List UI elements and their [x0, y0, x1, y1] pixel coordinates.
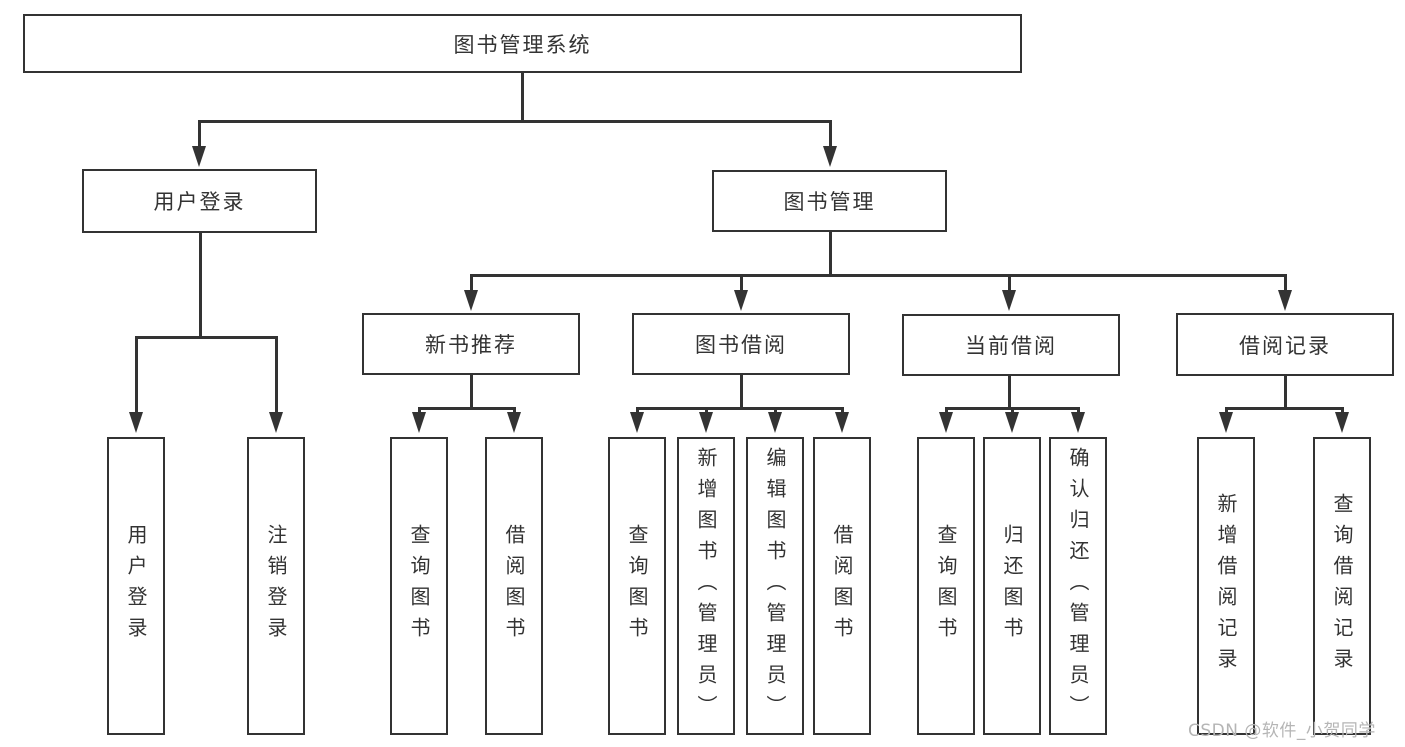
connector-arm-user-login: [198, 120, 201, 148]
connector-arm-leaf: [841, 407, 844, 416]
node-borrowing-records-label: 借阅记录: [1239, 333, 1331, 358]
leaf-bb-edit-book-admin-label: 编辑图书（管理员）: [763, 446, 787, 726]
connector-new-book-stem: [470, 375, 473, 407]
leaf-user-login: 用户登录: [107, 437, 165, 735]
node-new-book-recommend: 新书推荐: [362, 313, 580, 375]
arrowhead-icon: [464, 290, 478, 311]
leaf-cb-confirm-return-admin-label: 确认归还（管理员）: [1066, 446, 1090, 726]
leaf-nb-borrow-book-label: 借阅图书: [502, 524, 526, 648]
node-user-login: 用户登录: [82, 169, 317, 233]
node-current-borrowing: 当前借阅: [902, 314, 1120, 376]
leaf-cb-query-book-label: 查询图书: [934, 524, 958, 648]
connector-new-book-split: [418, 407, 516, 410]
node-borrowing-records: 借阅记录: [1176, 313, 1394, 376]
arrowhead-icon: [835, 412, 849, 433]
connector-arm-borrow-records: [1284, 274, 1287, 292]
connector-arm-leaf: [705, 407, 708, 416]
leaf-bb-query-book: 查询图书: [608, 437, 666, 735]
connector-arm-leaf: [945, 407, 948, 416]
connector-arm-book-mgmt: [829, 120, 832, 148]
connector-arm-leaf: [636, 407, 639, 416]
connector-borrow-records-split: [1225, 407, 1344, 410]
leaf-cb-query-book: 查询图书: [917, 437, 975, 735]
node-new-book-recommend-label: 新书推荐: [425, 333, 517, 357]
arrowhead-icon: [823, 146, 837, 167]
connector-arm-leaf: [774, 407, 777, 416]
connector-arm-leaf: [1011, 407, 1014, 416]
leaf-bb-add-book-admin-label: 新增图书（管理员）: [694, 446, 718, 726]
leaf-nb-borrow-book: 借阅图书: [485, 437, 543, 735]
leaf-user-login-label: 用户登录: [124, 524, 148, 648]
leaf-bb-query-book-label: 查询图书: [625, 524, 649, 648]
leaf-nb-query-book: 查询图书: [390, 437, 448, 735]
arrowhead-icon: [412, 412, 426, 433]
leaf-logout-label: 注销登录: [264, 524, 288, 648]
connector-arm-current-borrow: [1008, 274, 1011, 292]
node-library-system-label: 图书管理系统: [453, 32, 592, 57]
connector-arm-ul-login: [135, 336, 138, 414]
arrowhead-icon: [939, 412, 953, 433]
leaf-br-query-record: 查询借阅记录: [1313, 437, 1371, 735]
arrowhead-icon: [1002, 290, 1016, 311]
leaf-cb-return-book-label: 归还图书: [1000, 524, 1024, 648]
leaf-logout: 注销登录: [247, 437, 305, 735]
arrowhead-icon: [269, 412, 283, 433]
arrowhead-icon: [1071, 412, 1085, 433]
connector-root-stem: [521, 73, 524, 120]
connector-arm-leaf: [1077, 407, 1080, 416]
leaf-bb-add-book-admin: 新增图书（管理员）: [677, 437, 735, 735]
leaf-bb-edit-book-admin: 编辑图书（管理员）: [746, 437, 804, 735]
leaf-br-query-record-label: 查询借阅记录: [1330, 493, 1354, 679]
connector-root-split: [198, 120, 832, 123]
arrowhead-icon: [630, 412, 644, 433]
leaf-br-add-record-label: 新增借阅记录: [1214, 493, 1238, 679]
leaf-bb-borrow-book-label: 借阅图书: [830, 524, 854, 648]
node-library-system: 图书管理系统: [23, 14, 1022, 73]
arrowhead-icon: [129, 412, 143, 433]
leaf-nb-query-book-label: 查询图书: [407, 524, 431, 648]
arrowhead-icon: [768, 412, 782, 433]
node-user-login-label: 用户登录: [153, 190, 246, 214]
connector-arm-new-book: [470, 274, 473, 292]
connector-current-borrow-stem: [1008, 376, 1011, 407]
arrowhead-icon: [507, 412, 521, 433]
arrowhead-icon: [1335, 412, 1349, 433]
connector-arm-leaf: [1341, 407, 1344, 416]
connector-arm-leaf: [513, 407, 516, 416]
connector-user-login-stem: [199, 233, 202, 336]
connector-book-borrow-stem: [740, 375, 743, 407]
arrowhead-icon: [1005, 412, 1019, 433]
connector-arm-leaf: [418, 407, 421, 416]
leaf-cb-return-book: 归还图书: [983, 437, 1041, 735]
connector-user-login-split: [135, 336, 278, 339]
connector-arm-book-borrow: [740, 274, 743, 292]
connector-borrow-records-stem: [1284, 376, 1287, 407]
arrowhead-icon: [1278, 290, 1292, 311]
node-book-management: 图书管理: [712, 170, 947, 232]
connector-arm-ul-logout: [275, 336, 278, 414]
connector-book-mgmt-split: [470, 274, 1287, 277]
leaf-bb-borrow-book: 借阅图书: [813, 437, 871, 735]
leaf-cb-confirm-return-admin: 确认归还（管理员）: [1049, 437, 1107, 735]
connector-arm-leaf: [1225, 407, 1228, 416]
arrowhead-icon: [192, 146, 206, 167]
leaf-br-add-record: 新增借阅记录: [1197, 437, 1255, 735]
csdn-watermark: CSDN @软件_小贺同学: [1188, 721, 1376, 741]
node-book-borrowing: 图书借阅: [632, 313, 850, 375]
node-current-borrowing-label: 当前借阅: [965, 334, 1057, 358]
node-book-management-label: 图书管理: [783, 190, 876, 214]
connector-book-mgmt-stem: [829, 232, 832, 274]
connector-book-borrow-split: [636, 407, 844, 410]
arrowhead-icon: [699, 412, 713, 433]
arrowhead-icon: [1219, 412, 1233, 433]
node-book-borrowing-label: 图书借阅: [695, 333, 787, 357]
arrowhead-icon: [734, 290, 748, 311]
